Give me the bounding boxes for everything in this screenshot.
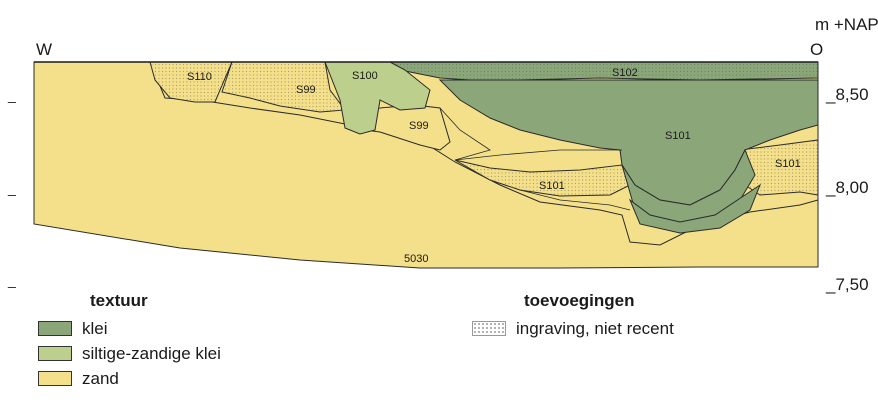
label-S101-right: S101	[775, 158, 801, 170]
label-S101-clay: S101	[665, 130, 691, 142]
layer-S102-engraving	[380, 62, 818, 80]
legend-label-klei: klei	[82, 318, 108, 338]
label-S100: S100	[352, 70, 378, 82]
label-S99-upper: S99	[296, 84, 316, 96]
east-label: O	[810, 40, 823, 59]
legend-item-siltige: siltige-zandige klei	[38, 341, 221, 366]
label-S110: S110	[187, 71, 212, 83]
layer-S101-right-engraving	[740, 140, 818, 195]
layer-S110-engraving	[150, 62, 232, 102]
legend-additions: toevoegingen ingraving, niet recent	[472, 290, 674, 341]
legend-swatch-klei	[38, 321, 72, 336]
label-5030: 5030	[404, 253, 428, 265]
legend-item-zand: zand	[38, 366, 221, 391]
legend-additions-title: toevoegingen	[524, 291, 635, 310]
legend-item-ingraving: ingraving, niet recent	[472, 316, 674, 341]
legend-texture-title: textuur	[90, 291, 148, 310]
label-S101-lower: S101	[539, 180, 565, 192]
depth-label-800: _8,00	[825, 178, 869, 197]
legend-label-zand: zand	[82, 368, 119, 388]
layer-basin-ring-2	[628, 183, 762, 234]
label-S102: S102	[612, 67, 638, 79]
label-S99-lower: S99	[409, 120, 429, 132]
legend-swatch-zand	[38, 371, 72, 386]
depth-label-750: _7,50	[825, 275, 869, 294]
legend-swatch-ingraving	[472, 321, 506, 336]
legend-swatch-siltige	[38, 346, 72, 361]
layer-S99-upper-engraving	[222, 62, 345, 112]
layer-S101-lower-engraving	[455, 160, 630, 196]
west-label: W	[36, 40, 52, 59]
boundary-line-1	[454, 149, 622, 161]
legend-texture: textuur klei siltige-zandige klei zand	[38, 290, 221, 391]
depth-label-850: _8,50	[825, 85, 869, 104]
left-tick-1: _	[7, 87, 16, 103]
left-tick-2: _	[7, 180, 16, 196]
layer-S100	[324, 61, 431, 135]
legend-label-ingraving: ingraving, niet recent	[516, 318, 674, 338]
boundary-line-3	[439, 107, 491, 161]
left-tick-3: _	[7, 272, 16, 288]
legend-item-klei: klei	[38, 316, 221, 341]
unit-label: m +NAP	[815, 15, 878, 34]
boundary-line-2	[519, 189, 631, 211]
legend-label-siltige: siltige-zandige klei	[82, 343, 221, 363]
